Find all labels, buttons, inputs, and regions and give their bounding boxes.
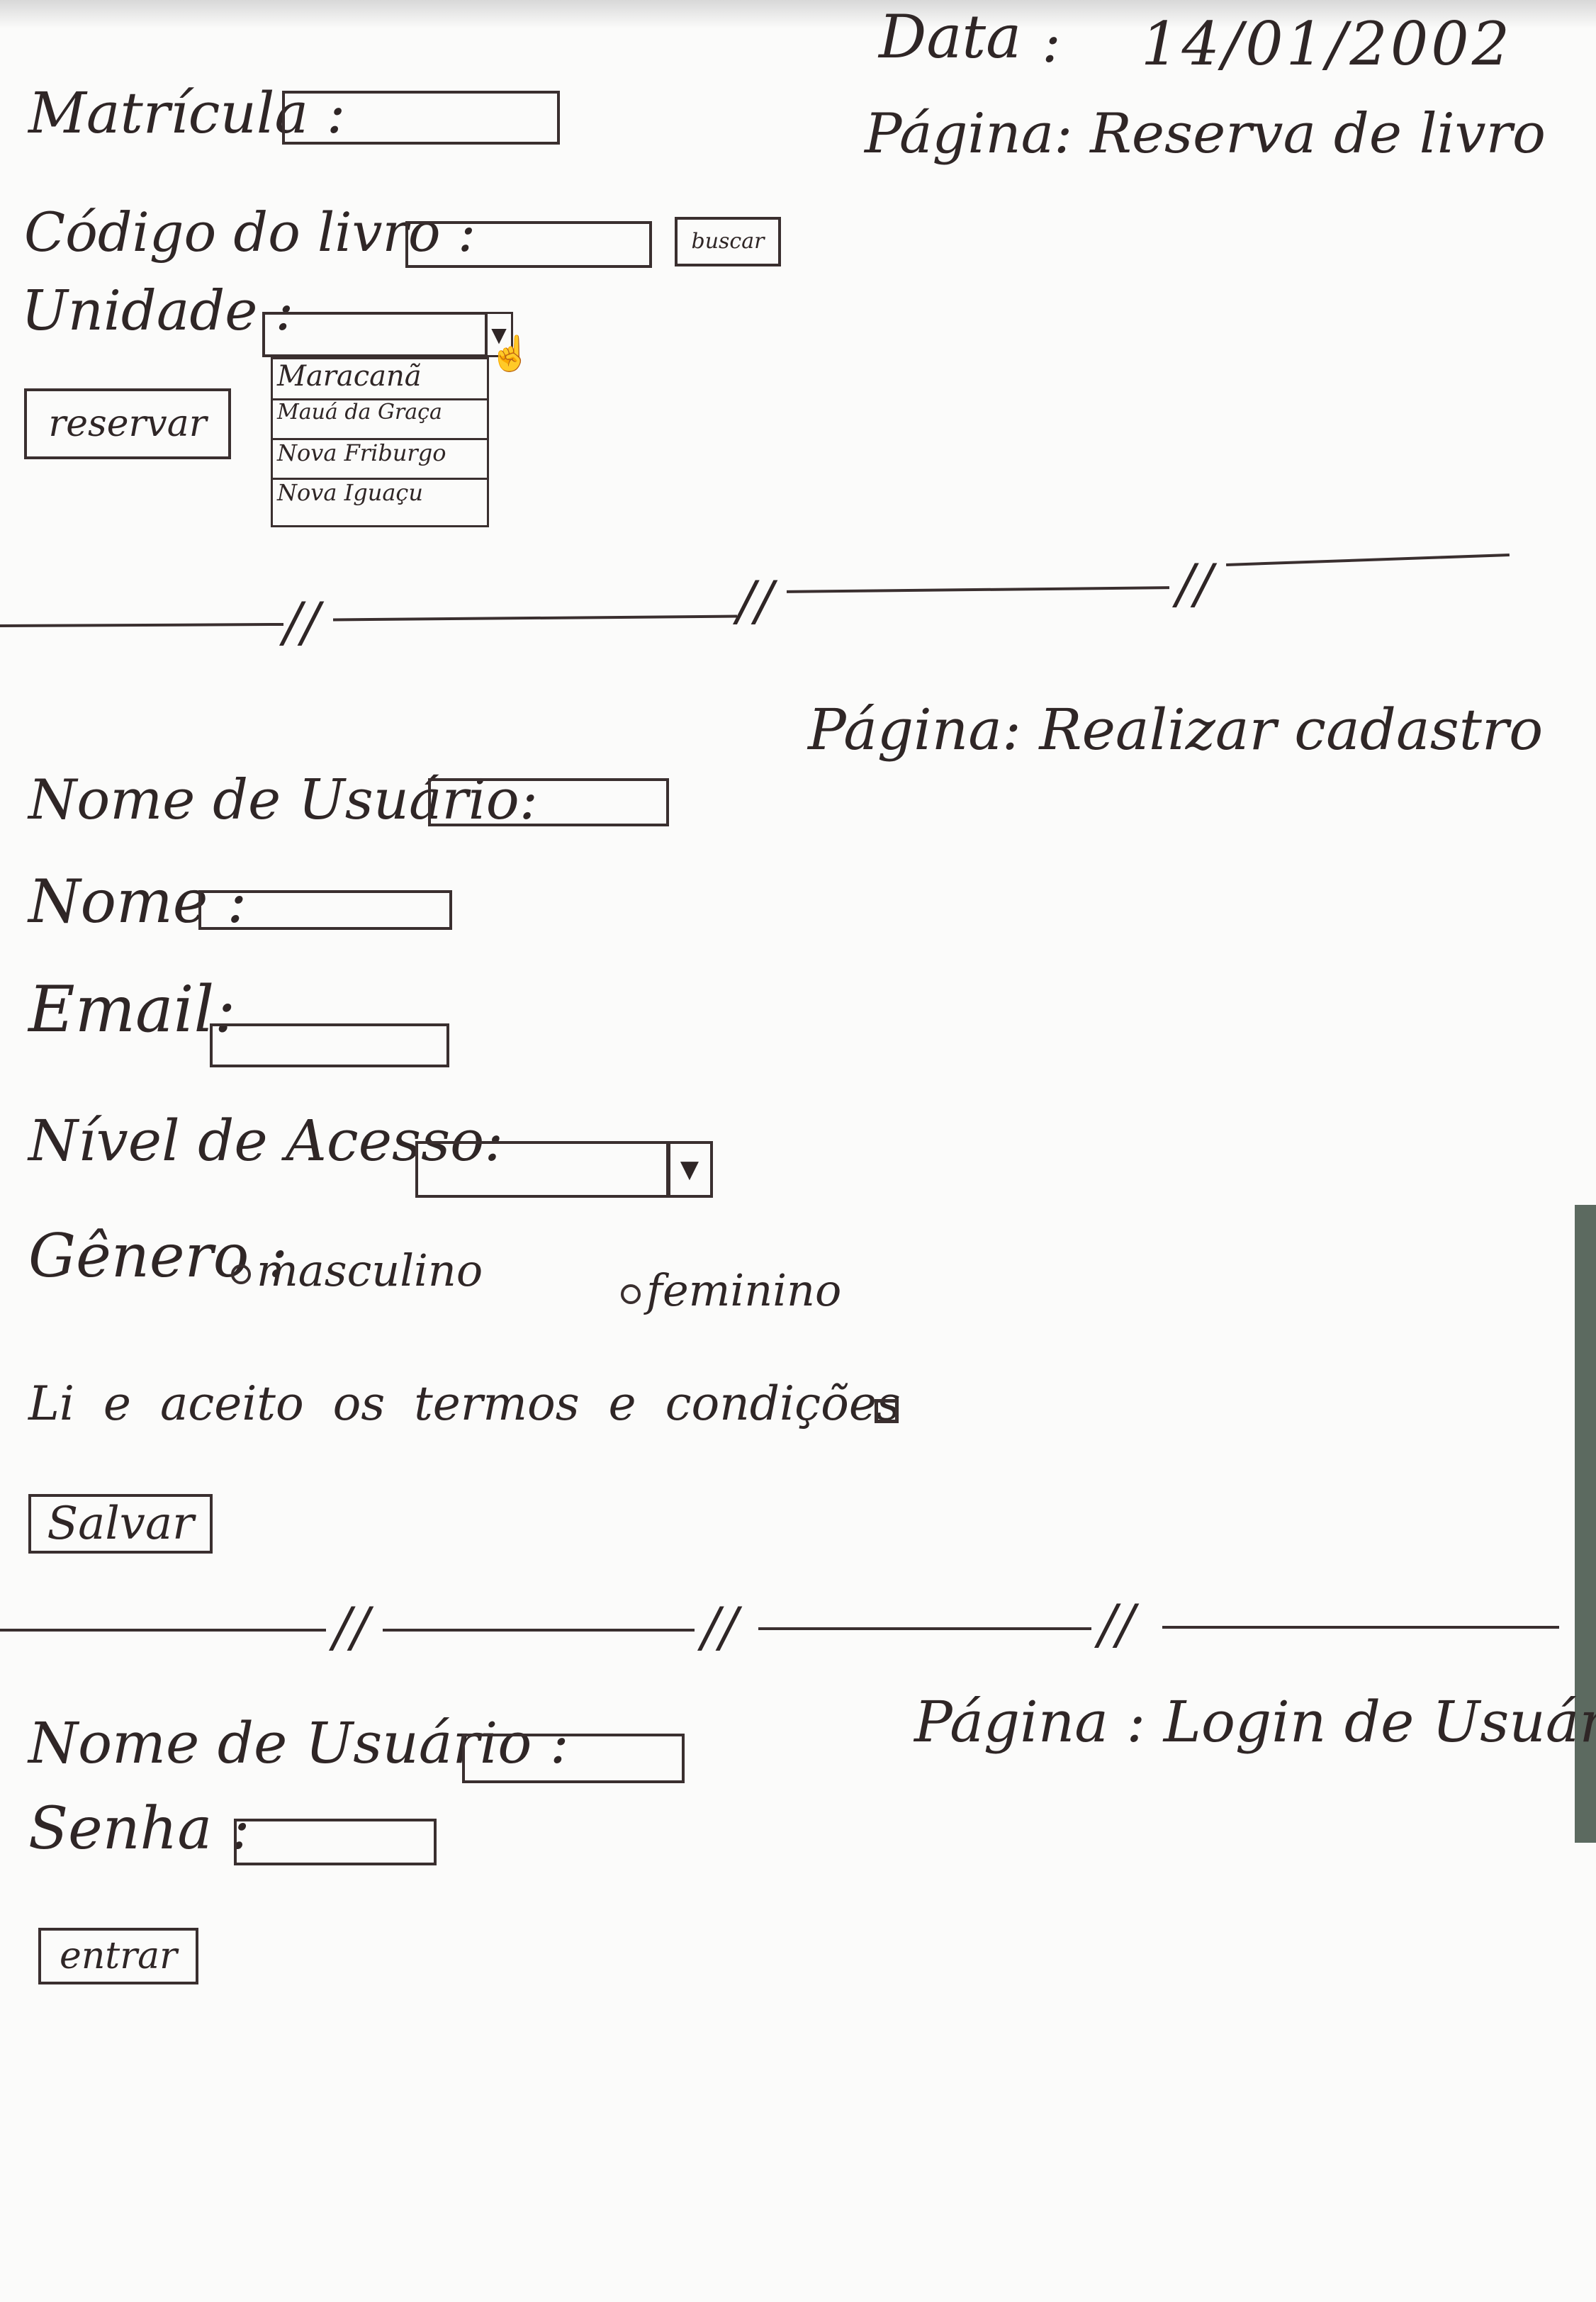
nome-input[interactable] xyxy=(198,890,452,930)
unidade-label: Unidade : xyxy=(21,279,294,343)
divider-mark: // xyxy=(333,1595,370,1658)
senha-input[interactable] xyxy=(234,1819,437,1865)
section-divider xyxy=(332,614,738,622)
login-page-title: Página : Login de Usuário xyxy=(914,1689,1596,1755)
hand-pointer-icon: ☝ xyxy=(489,334,532,374)
section-divider xyxy=(1226,554,1510,566)
section-divider xyxy=(0,1629,326,1632)
reserva-page-title: Página: Reserva de livro xyxy=(865,102,1546,166)
unidade-option[interactable]: Mauá da Graça xyxy=(273,402,487,440)
cadastro-username-label: Nome de Usuário: xyxy=(28,768,538,832)
nivel-acesso-dropdown-toggle[interactable]: ▼ xyxy=(666,1141,713,1198)
unidade-option[interactable]: Maracanã xyxy=(273,362,487,400)
feminino-label: feminino xyxy=(646,1264,842,1316)
date-value: 14/01/2002 xyxy=(1141,9,1513,79)
entrar-button[interactable]: entrar xyxy=(38,1928,198,1984)
radio-feminino[interactable]: feminino xyxy=(621,1269,841,1313)
section-divider xyxy=(1162,1626,1559,1629)
nome-label: Nome : xyxy=(28,867,247,936)
codigo-livro-input[interactable] xyxy=(405,221,652,268)
termos-label: Li e aceito os termos e condições xyxy=(28,1376,901,1431)
nivel-acesso-label: Nível de Acesso: xyxy=(28,1108,504,1174)
login-username-label: Nome de Usuário : xyxy=(28,1710,569,1776)
codigo-livro-label: Código do livro : xyxy=(24,201,476,264)
nivel-acesso-select[interactable] xyxy=(415,1141,670,1198)
cadastro-page-title: Página: Realizar cadastro xyxy=(808,697,1544,763)
senha-label: Senha : xyxy=(28,1795,250,1863)
buscar-button[interactable]: buscar xyxy=(675,217,781,266)
divider-mark: // xyxy=(702,1595,738,1658)
matricula-input[interactable] xyxy=(282,91,560,145)
radio-masculino[interactable]: masculino xyxy=(231,1249,483,1293)
unidade-option[interactable]: Nova Friburgo xyxy=(273,442,487,480)
unidade-options-list: Maracanã Mauá da Graça Nova Friburgo Nov… xyxy=(271,357,489,527)
divider-mark: // xyxy=(737,569,774,632)
email-input[interactable] xyxy=(210,1023,449,1067)
triangle-down-icon: ▼ xyxy=(680,1155,699,1184)
matricula-label: Matrícula : xyxy=(28,80,346,146)
section-divider xyxy=(786,586,1170,593)
masculino-label: masculino xyxy=(257,1245,483,1296)
divider-mark: // xyxy=(1176,552,1213,615)
divider-mark: // xyxy=(283,590,320,653)
section-divider xyxy=(758,1627,1091,1630)
salvar-button[interactable]: Salvar xyxy=(28,1494,213,1554)
termos-checkbox[interactable] xyxy=(875,1399,899,1423)
unidade-select[interactable] xyxy=(262,312,488,357)
cadastro-username-input[interactable] xyxy=(428,778,669,826)
radio-circle-icon xyxy=(621,1284,641,1304)
unidade-dropdown-toggle[interactable]: ▼ xyxy=(485,312,513,357)
date-label: Data xyxy=(879,2,1022,72)
unidade-option[interactable]: Nova Iguaçu xyxy=(277,479,423,506)
divider-mark: // xyxy=(1098,1593,1135,1656)
radio-circle-icon xyxy=(231,1264,251,1284)
date-separator: : xyxy=(1042,9,1061,75)
triangle-down-icon: ▼ xyxy=(491,322,507,347)
login-username-input[interactable] xyxy=(462,1734,685,1783)
reservar-button[interactable]: reservar xyxy=(24,388,231,459)
paper-shadow xyxy=(0,0,1596,28)
section-divider xyxy=(383,1629,695,1632)
desk-edge xyxy=(1575,1205,1596,1843)
section-divider xyxy=(0,622,284,628)
email-label: Email: xyxy=(28,972,236,1047)
